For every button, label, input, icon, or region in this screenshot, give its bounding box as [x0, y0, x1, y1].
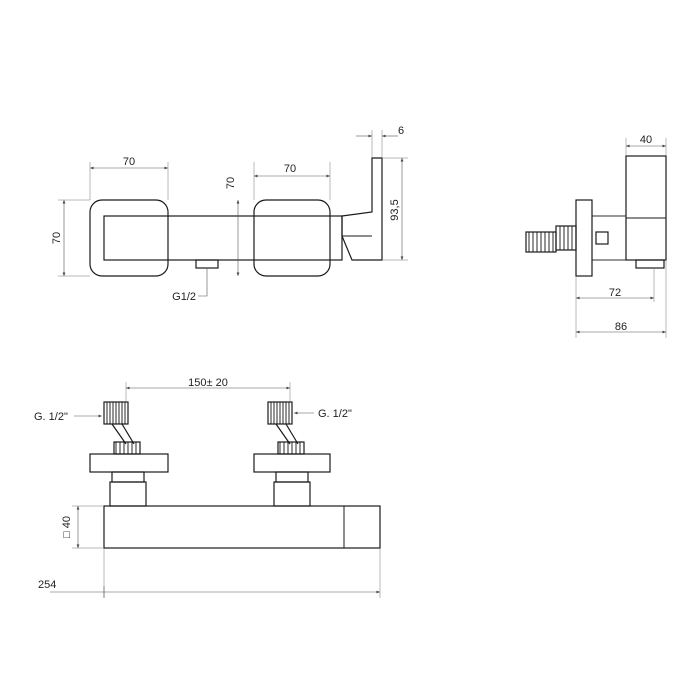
front-outlet: [195, 259, 219, 269]
label-left-inlet: G. 1/2": [34, 411, 68, 423]
bottom-view: 150± 20 G. 1/2" G. 1/2" □ 40 254: [34, 377, 381, 598]
label-body-square: □ 40: [61, 516, 73, 538]
side-view: 40 72 86: [525, 134, 667, 338]
side-body: [625, 155, 667, 261]
label-height-mid: 70: [225, 177, 237, 189]
bottom-right-flange: [253, 453, 331, 473]
label-right-inlet: G. 1/2": [318, 408, 352, 420]
front-view: 70 70 70 70 G1/2 6 93,5: [51, 125, 408, 303]
label-side-top-width: 40: [640, 134, 652, 146]
label-outlet: G1/2: [172, 291, 196, 303]
label-total-length: 254: [38, 579, 56, 591]
bottom-body: [103, 505, 381, 549]
label-right-knob-width: 70: [284, 163, 296, 175]
label-left-knob-width: 70: [123, 156, 135, 168]
front-right-knob: [253, 199, 331, 277]
label-side-depth-72: 72: [609, 287, 621, 299]
side-square-mark: [595, 231, 609, 245]
label-inlet-spacing: 150± 20: [188, 377, 228, 389]
front-lever: [341, 157, 383, 261]
label-total-height: 93,5: [389, 199, 401, 220]
side-wall-plate: [575, 199, 593, 277]
front-left-knob: [89, 199, 169, 277]
label-height-left: 70: [51, 232, 63, 244]
label-spout-thickness: 6: [398, 125, 404, 137]
bottom-left-flange: [89, 453, 169, 473]
label-side-depth-86: 86: [615, 321, 627, 333]
front-body: [103, 215, 343, 261]
